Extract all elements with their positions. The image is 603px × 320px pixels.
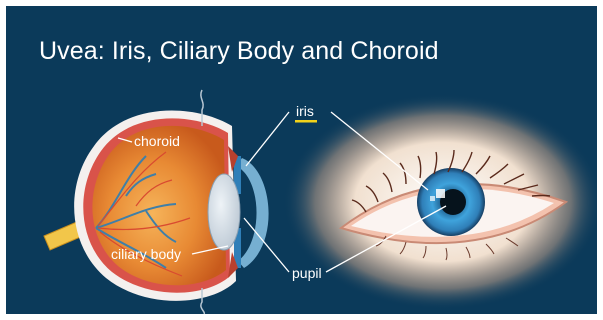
iris-label-underline [295,120,317,123]
eye-highlight [436,189,445,198]
label-iris: iris [296,103,314,119]
diagram-canvas: Uvea: Iris, Ciliary Body and Choroid [6,6,597,314]
label-choroid: choroid [134,133,180,149]
eye-cross-section [44,90,269,314]
external-eye [283,94,597,310]
iris-leader-left [246,112,289,166]
uvea-illustration: choroid ciliary body iris pupil [6,6,597,314]
label-ciliary-body: ciliary body [111,246,181,262]
label-pupil: pupil [292,265,322,281]
lens [208,174,240,250]
eye-highlight-small [430,196,435,201]
